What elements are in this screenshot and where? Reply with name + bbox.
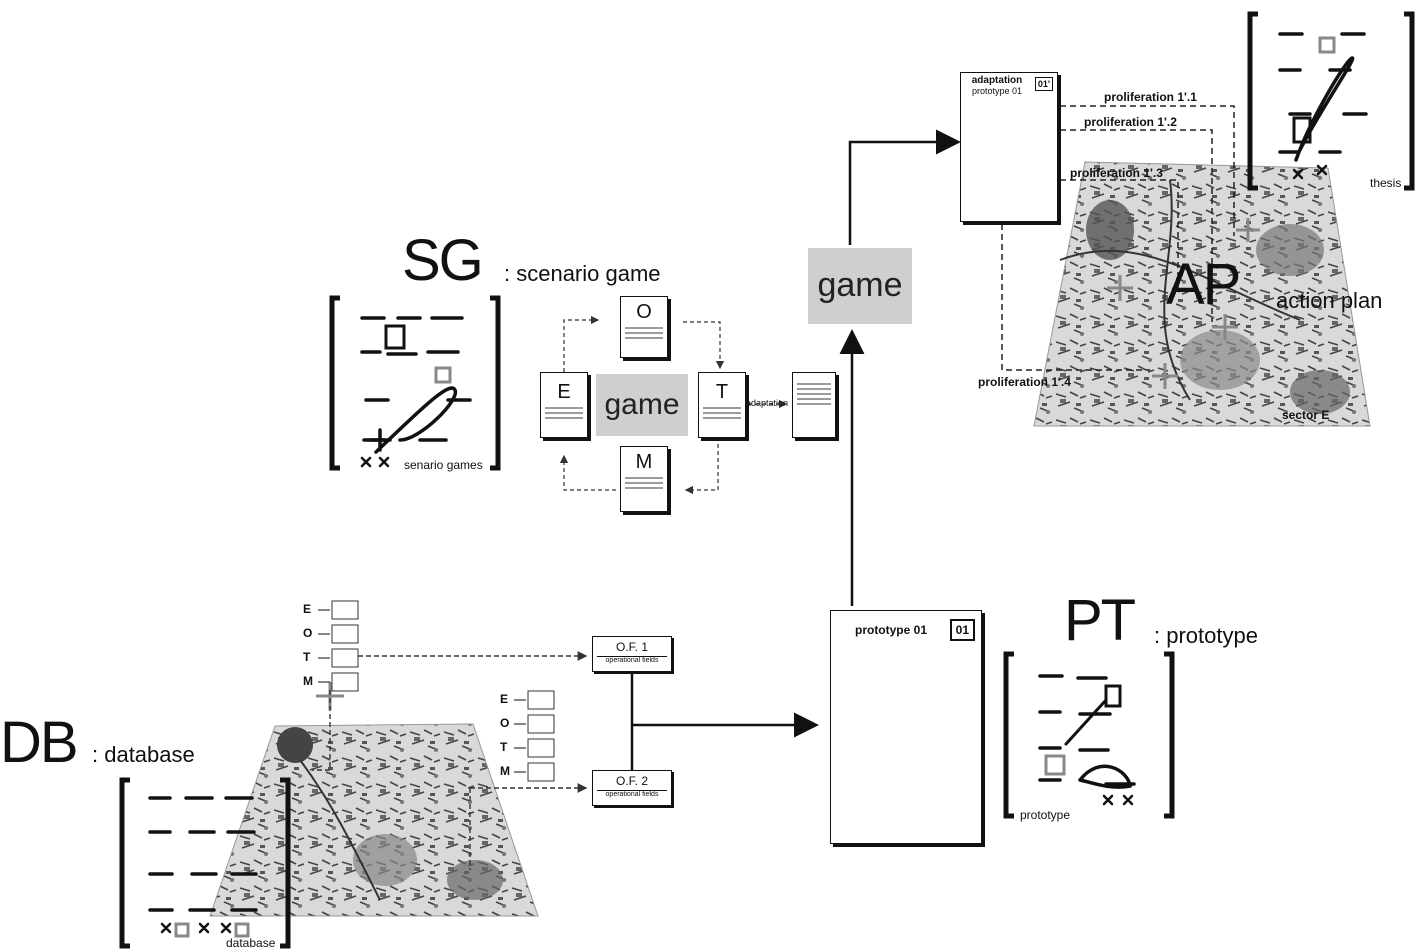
- game-card-adaptation: [792, 372, 836, 438]
- sketch-x-marks: [160, 164, 1328, 934]
- ap-label: action plan: [1276, 288, 1383, 313]
- db-abbr: DB: [0, 710, 79, 775]
- sketch-brackets: [119, 11, 1415, 949]
- game-card-e: E: [540, 372, 588, 438]
- sector-label: sector E: [1282, 408, 1330, 422]
- game-card-t: T: [698, 372, 746, 438]
- adaptation-card-title: adaptation: [971, 75, 1023, 86]
- game-letter-o: O: [636, 301, 652, 323]
- database-sketch-label: database: [226, 936, 276, 950]
- db-label: : database: [92, 742, 195, 767]
- prototype-card: prototype 01 01: [830, 610, 982, 844]
- operational-field-2: O.F. 2 operational fields: [592, 770, 672, 806]
- adaptation-card-number: 01': [1034, 77, 1053, 91]
- adaptation-card: adaptation prototype 01 01': [960, 72, 1058, 222]
- eotm-right-t: T: [500, 740, 508, 754]
- main-flow-arrows: [630, 129, 961, 780]
- game-letter-m: M: [635, 451, 653, 473]
- operational-field-arrows: [312, 651, 588, 870]
- pt-abbr: PT: [1064, 588, 1136, 653]
- scenario-game-box: game: [596, 374, 688, 436]
- prototype-sketch-label: prototype: [1020, 808, 1071, 822]
- proliferation-4: proliferation 1'.4: [978, 375, 1071, 389]
- proliferation-lines: [1001, 105, 1235, 371]
- adaptation-caption: adaptation: [746, 398, 789, 408]
- sketch-scribbles: [148, 32, 1368, 912]
- of2-title: O.F. 2: [615, 774, 648, 788]
- eotm-pointer-arrows: [318, 609, 526, 773]
- game-letter-t: T: [715, 381, 729, 403]
- of1-title: O.F. 1: [615, 640, 648, 654]
- scenario-flow-arrows: [559, 315, 788, 495]
- eotm-left-o: O: [303, 626, 313, 640]
- scenario-sketch-label: senario games: [404, 458, 483, 472]
- game-card-m: M: [620, 446, 668, 512]
- adaptation-card-subtitle: prototype 01: [971, 86, 1023, 96]
- game-letter-e: E: [557, 381, 571, 403]
- thesis-sketch-label: thesis: [1370, 176, 1402, 190]
- sg-label: : scenario game: [504, 261, 661, 286]
- of1-subtitle: operational fields: [597, 656, 667, 664]
- proliferation-1: proliferation 1'.1: [1104, 90, 1197, 104]
- action-plan-map: [1033, 161, 1371, 427]
- prototype-card-number: 01: [949, 619, 975, 641]
- of2-subtitle: operational fields: [597, 790, 667, 798]
- sg-abbr: SG: [402, 228, 484, 293]
- operational-field-1: O.F. 1 operational fields: [592, 636, 672, 672]
- eotm-left-e: E: [303, 602, 312, 616]
- sketch-grey-marks: [174, 36, 1336, 938]
- prototype-card-title: prototype 01: [854, 623, 927, 637]
- proliferation-2: proliferation 1'.2: [1084, 115, 1177, 129]
- game-box: game: [808, 248, 912, 324]
- eotm-right-o: O: [500, 716, 510, 730]
- eotm-mini-cards: [331, 600, 555, 782]
- ap-abbr: AP: [1166, 252, 1241, 317]
- game-label: game: [817, 266, 903, 304]
- database-map: [209, 682, 539, 917]
- game-card-o: O: [620, 296, 668, 358]
- scenario-game-label: game: [604, 388, 680, 421]
- eotm-left-t: T: [303, 650, 311, 664]
- pt-label: : prototype: [1154, 623, 1258, 648]
- eotm-right-m: M: [500, 764, 510, 778]
- eotm-right-e: E: [500, 692, 509, 706]
- proliferation-3: proliferation 1'.3: [1070, 166, 1163, 180]
- eotm-left-m: M: [303, 674, 313, 688]
